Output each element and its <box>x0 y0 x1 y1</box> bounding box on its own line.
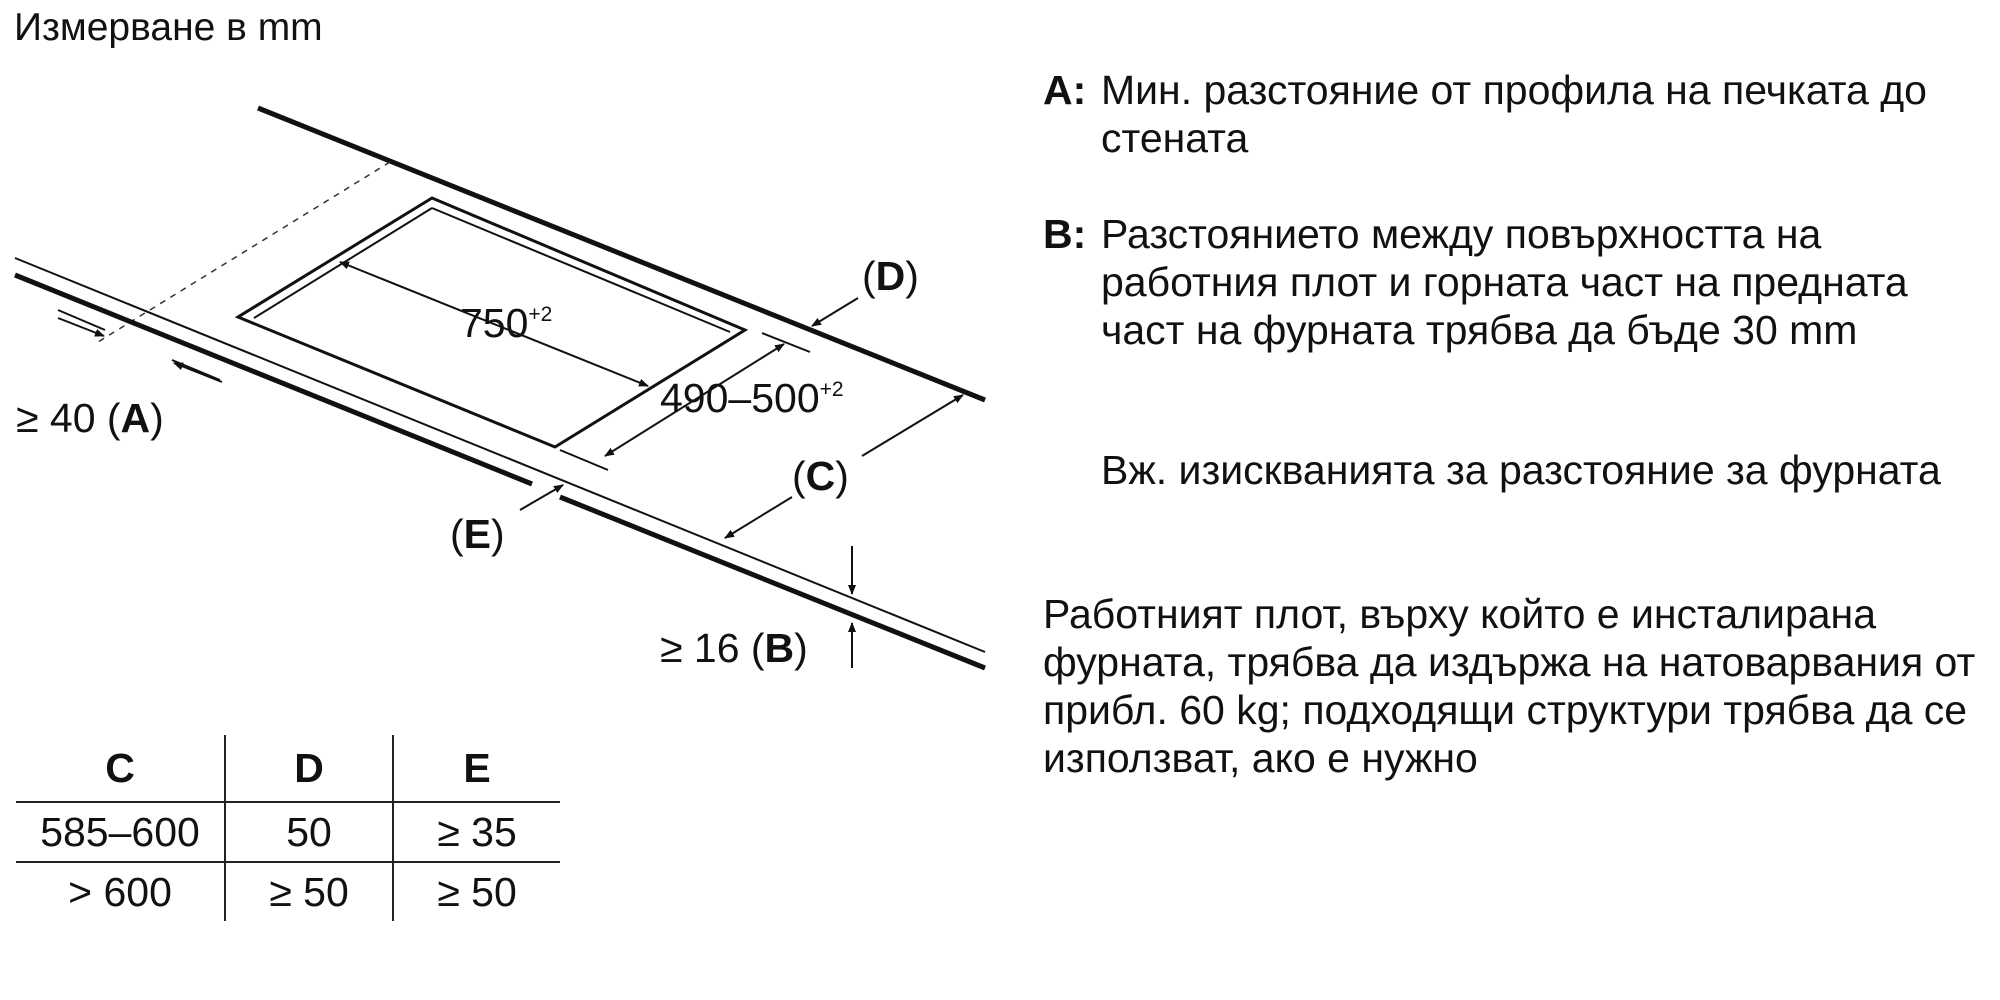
width-dimension-label: 750+2 <box>460 300 552 346</box>
c-arrow-lower <box>724 496 793 539</box>
width-dimension-arrow <box>339 261 649 387</box>
legend-key: B: <box>1043 211 1087 257</box>
table-cell: 50 <box>225 802 394 863</box>
table-cell: 585–600 <box>16 802 226 863</box>
legend-key: A: <box>1043 67 1087 113</box>
table-header-d: D <box>225 735 394 803</box>
worktop-front-edge-bottom-left <box>14 272 533 487</box>
table-row: > 600 ≥ 50 ≥ 50 <box>16 862 560 921</box>
table-cell: > 600 <box>16 862 226 921</box>
label-a: ≥ 40 (A) <box>16 395 164 441</box>
label-e: (E) <box>450 511 505 557</box>
c-arrow-upper <box>861 394 964 457</box>
depth-dimension-arrow <box>604 343 785 457</box>
table-cell: ≥ 50 <box>225 862 394 921</box>
depth-extension-line-2 <box>559 449 609 471</box>
label-b: ≥ 16 (B) <box>660 625 808 671</box>
a-extension-line <box>57 309 106 331</box>
label-d: (D) <box>862 253 919 299</box>
a-extension-line-2 <box>171 359 221 381</box>
depth-extension-line <box>761 332 811 353</box>
worktop-load-note: Работният плот, върху който е инсталиран… <box>1043 591 1976 781</box>
wall-reference-line <box>97 161 391 343</box>
worktop-front-edge-bottom-right <box>559 494 986 671</box>
table-header-c: C <box>16 735 226 803</box>
table-cell: ≥ 35 <box>393 802 560 863</box>
legend-extra-text: Вж. изискванията за разстояние за фурнат… <box>1101 447 1941 493</box>
table-row: 585–600 50 ≥ 35 <box>16 802 560 863</box>
a-arrow-right <box>173 362 223 383</box>
depth-dimension-label: 490–500+2 <box>660 375 844 421</box>
legend-text: Мин. разстояние от профила на печката до… <box>1101 67 1927 161</box>
installation-diagram: 750+2 490–500+2 (D) (C) (E) ≥ 40 (A) ≥ 1… <box>14 105 986 671</box>
table-cell: ≥ 50 <box>437 868 517 915</box>
d-arrow <box>811 297 859 327</box>
page-title: Измерване в mm <box>14 6 323 49</box>
clearance-table: C D E 585–600 50 ≥ 35 > 600 ≥ 50 ≥ 50 <box>16 735 560 921</box>
label-c: (C) <box>792 453 849 499</box>
e-arrow <box>519 484 564 511</box>
worktop-back-edge <box>257 105 986 403</box>
a-arrow-left <box>57 317 105 337</box>
table-header-e: E <box>393 735 560 803</box>
worktop-front-edge-top <box>14 257 986 653</box>
table-header-row: C D E <box>16 735 560 803</box>
legend-text: Разстоянието между повърхността на работ… <box>1101 211 1908 353</box>
